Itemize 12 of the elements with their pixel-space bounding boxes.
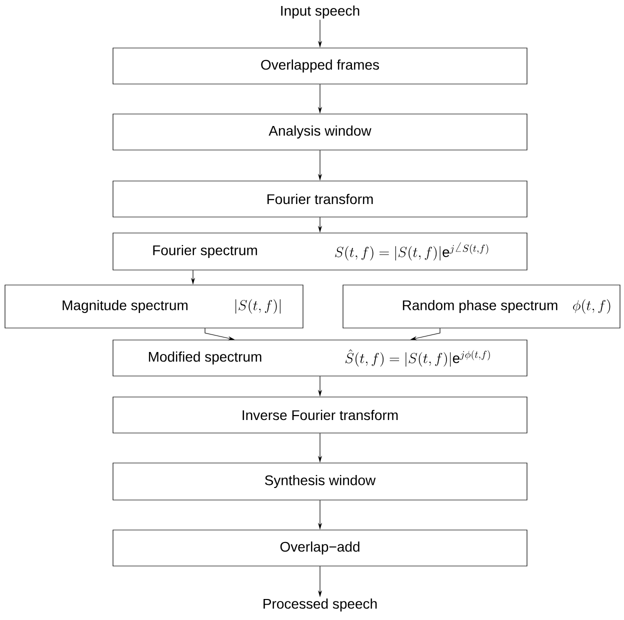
process-box: Fourier transform [112,180,528,218]
process-box: Modified spectrum $\hat{S}(t,f) = |S(t,f)|\mathrm{e}^{j\phi(t,f)}$ [112,340,528,376]
process-box: Analysis window [112,114,528,150]
process-box: Synthesis window [112,462,528,500]
process-box: Magnitude spectrum $|S(t,f)|$ [4,284,304,328]
process-box: Inverse Fourier transform [112,396,528,434]
process-box: Overlap−add [112,530,528,566]
process-box: Overlapped frames [112,48,528,84]
process-box: Fourier spectrum $S(t,f) = |S(t,f)|\mathrm{e}^{j\angle S(t,f)}$ [112,232,528,270]
flow-label: Processed speech [264,598,377,612]
process-box: Random phase spectrum $\phi(t,f)$ [342,284,620,328]
flow-label: Input speech [281,5,360,19]
